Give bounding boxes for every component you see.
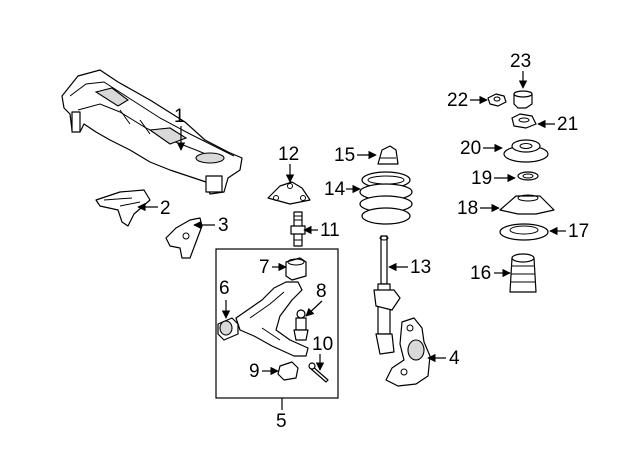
callout-6: 6 [219,278,230,299]
strut-part[interactable] [373,235,401,355]
callout-21: 21 [557,114,578,135]
stud-bolt-part[interactable] [290,211,306,247]
ball-joint-part[interactable] [293,309,309,341]
callout-12: 12 [278,144,299,165]
callout-18: 18 [457,198,478,219]
bolt-part[interactable] [308,362,329,383]
coil-spring-part[interactable] [359,171,413,225]
callout-8: 8 [316,281,327,302]
steering-knuckle-part[interactable] [385,317,431,387]
nut-part-22[interactable] [487,93,507,107]
callout-13: 13 [410,257,431,278]
callout-11: 11 [320,220,340,241]
mount-plate-part[interactable] [267,181,311,205]
callout-5: 5 [276,411,287,432]
dust-boot-part[interactable] [509,253,537,293]
callout-23: 23 [510,51,531,72]
callout-7: 7 [259,257,270,278]
callout-22: 22 [447,90,468,111]
callout-9: 9 [249,361,260,382]
washer-part[interactable] [517,171,539,181]
lower-arm-assembly-box [215,248,339,399]
cap-part[interactable] [513,90,533,109]
callout-10: 10 [312,334,333,355]
bushing-part-6[interactable] [217,317,239,341]
callout-20: 20 [460,138,481,159]
leader-8 [305,300,323,317]
bracket-part-2[interactable] [95,189,151,227]
callout-15: 15 [334,145,355,166]
callout-14: 14 [324,179,346,200]
bump-stop-part[interactable] [377,145,399,165]
callout-4: 4 [449,348,460,369]
bushing-part-7[interactable] [285,257,307,281]
callout-17: 17 [568,221,589,242]
callout-2: 2 [160,198,171,219]
strut-mount-part[interactable] [503,139,549,163]
callout-16: 16 [470,263,491,284]
callout-19: 19 [471,168,492,189]
upper-spring-seat-part[interactable] [499,194,555,215]
crossmember-part[interactable] [61,69,243,195]
nut-part[interactable] [277,361,299,381]
spring-insulator-part[interactable] [499,223,549,241]
callout-1: 1 [174,106,185,127]
lower-control-arm-part[interactable] [235,281,309,357]
callout-3: 3 [218,215,229,236]
nut-part-21[interactable] [511,113,537,129]
bracket-part-3[interactable] [165,217,203,259]
